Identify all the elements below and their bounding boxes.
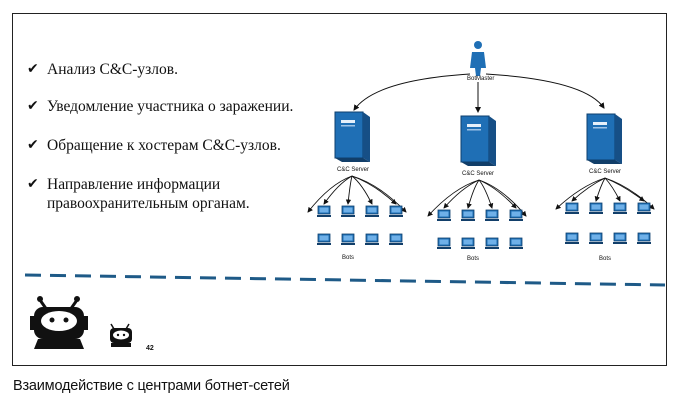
cc-server-label: C&C Server <box>337 167 369 173</box>
bot-computer-icon <box>460 237 476 250</box>
cc-server-label: C&C Server <box>589 169 621 175</box>
bot-computer-icon <box>612 202 628 215</box>
cc-server-icon <box>460 115 497 167</box>
bot-arrow <box>443 179 480 209</box>
bot-computer-icon <box>436 209 452 222</box>
cc-server-label: C&C Server <box>462 171 494 177</box>
bot-computer-icon <box>588 202 604 215</box>
checkmark-icon: ✔ <box>27 61 39 77</box>
bot-computer-icon <box>564 202 580 215</box>
bot-computer-icon <box>388 205 404 218</box>
bot-computer-icon <box>508 237 524 250</box>
bot-arrow <box>604 177 645 202</box>
bot-computer-icon <box>636 232 652 245</box>
cc-server-icon <box>334 111 371 163</box>
checklist-item: ✔ Анализ C&C-узлов. <box>27 60 178 79</box>
bot-arrow <box>427 179 480 217</box>
master-to-server-arrows <box>353 73 605 113</box>
botmaster-icon <box>470 41 486 76</box>
bots-label: Bots <box>467 256 479 262</box>
bot-computer-icon <box>316 233 332 246</box>
dashed-separator <box>24 273 666 287</box>
bot-computer-icon <box>388 233 404 246</box>
bot-computer-icon <box>340 233 356 246</box>
checklist-item: ✔ Обращение к хостерам C&C-узлов. <box>27 136 281 155</box>
checkmark-icon: ✔ <box>27 98 39 114</box>
bot-arrow <box>466 179 480 209</box>
robot-logo-small-icon <box>110 323 132 347</box>
bot-arrow <box>478 179 517 209</box>
bot-computer-icon <box>364 233 380 246</box>
bot-arrow <box>594 177 606 202</box>
bot-arrow <box>555 177 606 210</box>
checklist-item-text: Направление информации правоохранительны… <box>47 176 250 212</box>
bot-computer-icon <box>484 237 500 250</box>
bot-computer-icon <box>508 209 524 222</box>
bot-computer-icon <box>588 232 604 245</box>
bot-arrow <box>351 175 397 205</box>
bot-computer-icon <box>564 232 580 245</box>
checklist-item-text: Обращение к хостерам C&C-узлов. <box>47 137 281 154</box>
bot-computer-icon <box>436 237 452 250</box>
bot-computer-icon <box>612 232 628 245</box>
checklist-item-text: Анализ C&C-узлов. <box>47 61 178 78</box>
checklist-item: ✔ Уведомление участника о заражении. <box>27 97 293 116</box>
bot-computer-icon <box>484 209 500 222</box>
bots-label: Bots <box>342 255 354 261</box>
checklist-item: ✔ Направление информации правоохранитель… <box>27 175 267 213</box>
bot-arrow <box>307 175 353 213</box>
bot-arrow <box>478 179 494 209</box>
bot-arrow <box>604 177 621 202</box>
figure-caption: Взаимодействие с центрами ботнет-сетей <box>13 378 290 394</box>
robot-logo-icon <box>30 296 88 349</box>
checklist-item-text: Уведомление участника о заражении. <box>47 98 294 115</box>
bot-computer-icon <box>364 205 380 218</box>
bot-computers <box>316 202 652 250</box>
bot-computer-icon <box>316 205 332 218</box>
bot-computer-icon <box>460 209 476 222</box>
bot-computer-icon <box>340 205 356 218</box>
figure-frame <box>12 13 667 366</box>
checkmark-icon: ✔ <box>27 176 39 192</box>
cc-server-icon <box>586 113 623 165</box>
small-logo-label: 42 <box>146 345 154 352</box>
bot-computer-icon <box>636 202 652 215</box>
checkmark-icon: ✔ <box>27 137 39 153</box>
bot-arrow <box>345 175 353 205</box>
botmaster-label: BotMaster <box>467 76 494 82</box>
bot-arrow <box>351 175 373 205</box>
bot-arrow <box>323 175 353 205</box>
bots-label: Bots <box>599 256 611 262</box>
